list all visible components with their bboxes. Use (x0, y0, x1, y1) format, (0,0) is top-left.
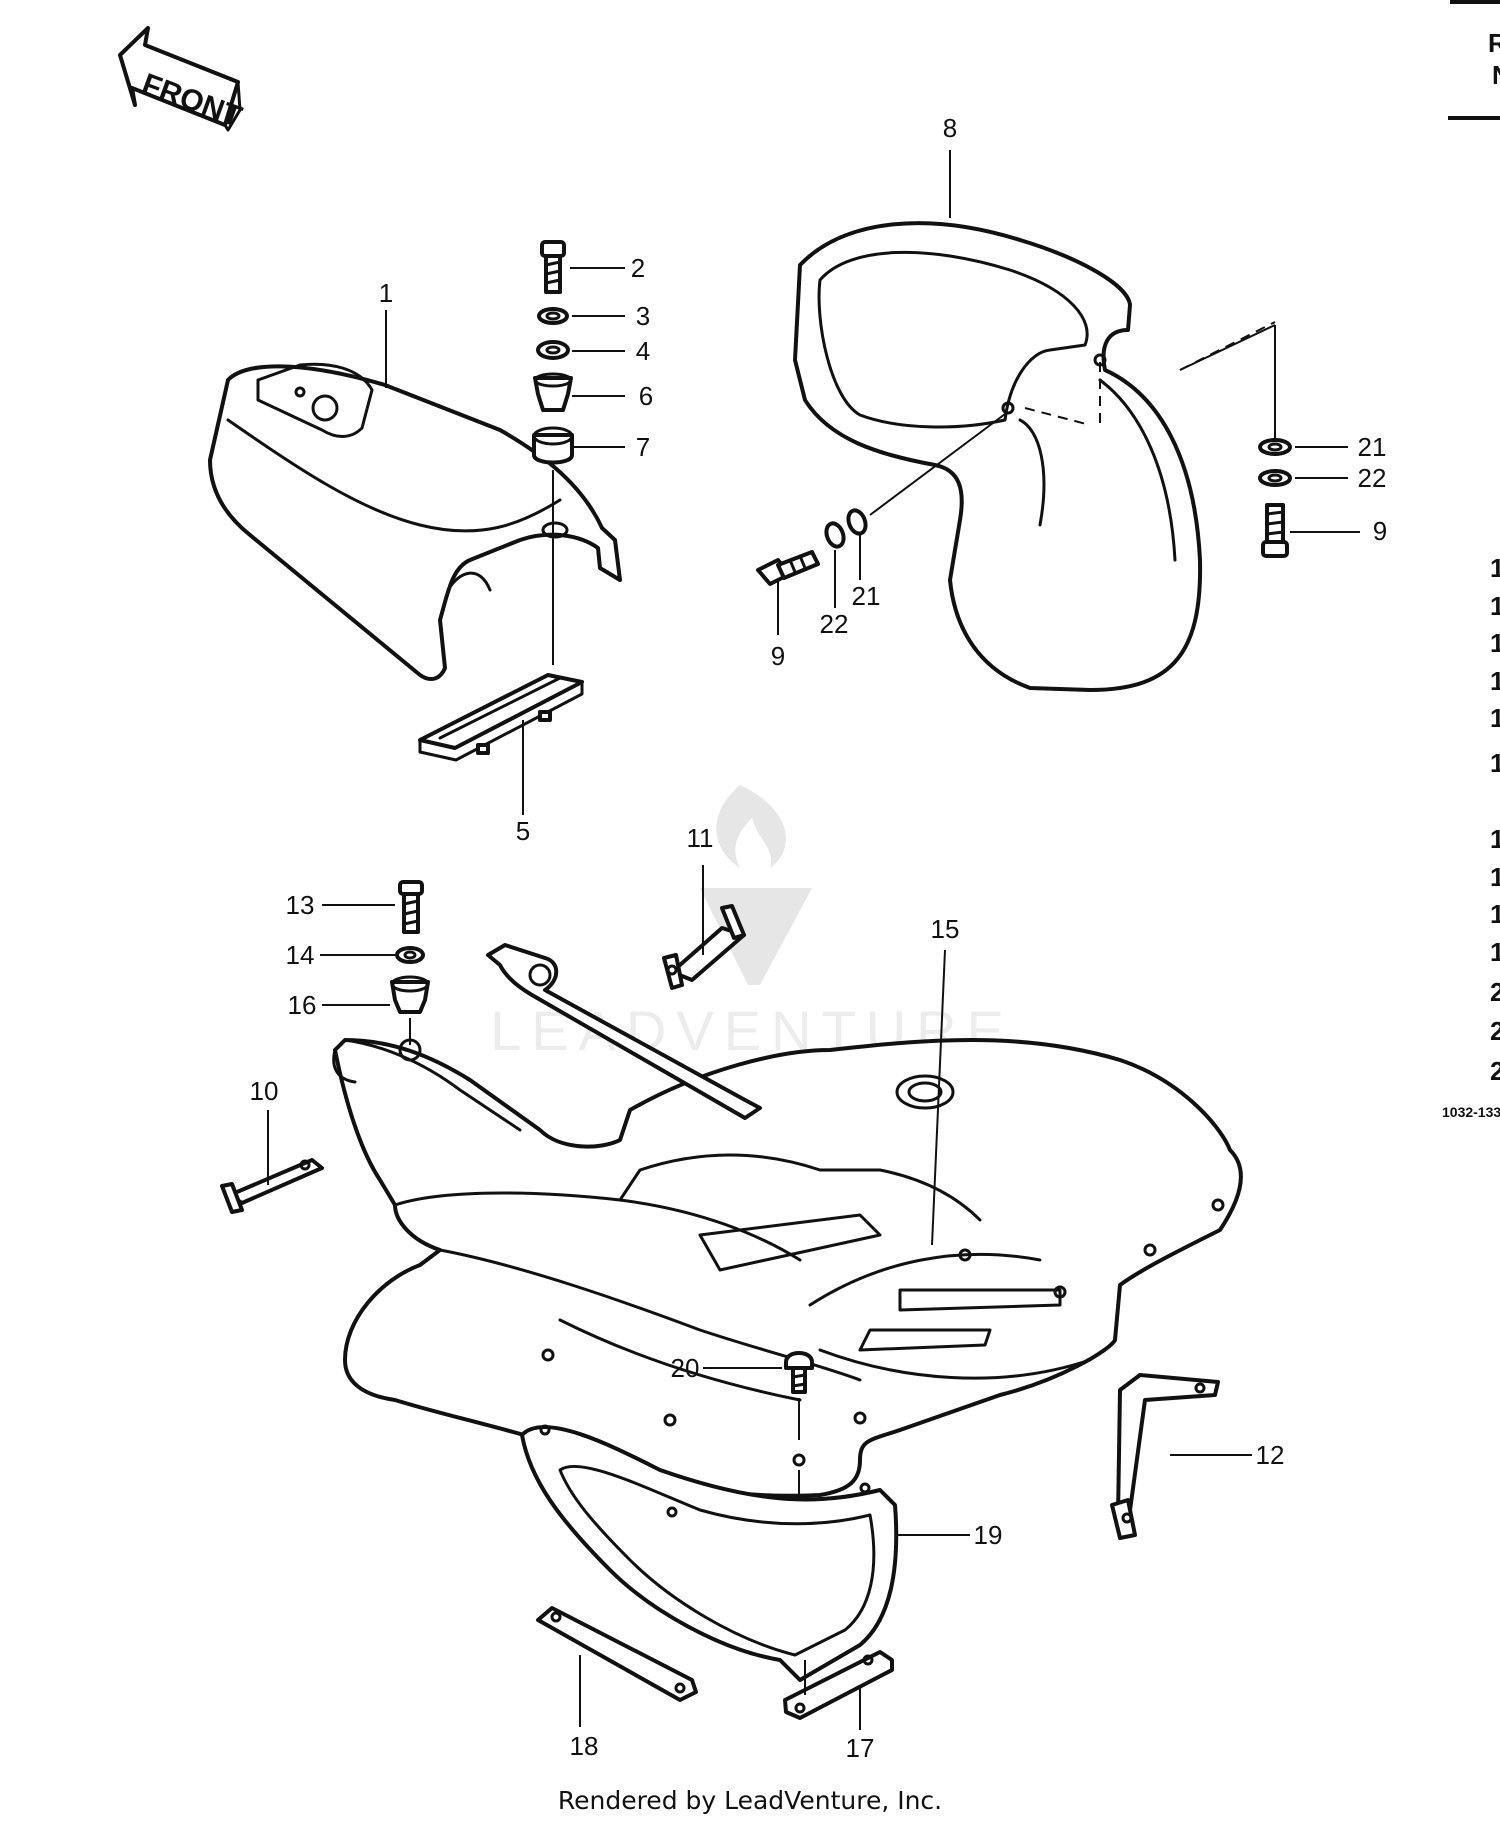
callout-15: 15 (931, 914, 960, 944)
part-plate-18 (536, 1606, 698, 1702)
part-seat-rail (418, 673, 584, 762)
front-arrow-icon: FRONT (118, 26, 246, 134)
callout-14: 14 (286, 940, 315, 970)
side-letter-r: R (1488, 28, 1500, 58)
callout-5: 5 (516, 816, 530, 846)
part-seat-cover (208, 362, 622, 682)
part-frame-strap (486, 943, 762, 1120)
part-mud-flap (520, 1424, 899, 1682)
side-digit-8: 1 (1490, 862, 1500, 892)
callout-18: 18 (570, 1731, 599, 1761)
part-bracket-12 (1110, 1373, 1220, 1540)
side-letter-n: N (1492, 60, 1500, 90)
side-digit-10: 1 (1490, 937, 1500, 967)
side-digit-2: 1 (1490, 591, 1500, 621)
callout-19: 19 (974, 1520, 1003, 1550)
side-digit-11: 2 (1490, 977, 1500, 1007)
side-digit-3: 1 (1490, 628, 1500, 658)
callout-9-right: 9 (1373, 516, 1387, 546)
side-digit-1: 1 (1490, 553, 1500, 583)
callout-8: 8 (943, 113, 957, 143)
part-stack-frame-mount (390, 880, 430, 1045)
part-fender-bolt-left (756, 508, 868, 586)
side-digit-12: 2 (1490, 1016, 1500, 1046)
part-bracket-10 (220, 1158, 324, 1214)
callout-21-left: 21 (852, 581, 881, 611)
callout-1: 1 (379, 278, 393, 308)
leader-lines (267, 150, 1360, 1730)
part-screw-20 (784, 1351, 814, 1532)
side-reference-column: R N 1 1 1 1 1 1 1 1 1 1 2 2 2 1032-133 (1442, 0, 1500, 1120)
callout-11: 11 (687, 823, 714, 853)
part-plate-17 (783, 1650, 894, 1720)
callout-3: 3 (636, 301, 650, 331)
callout-2: 2 (631, 253, 645, 283)
drawing-code: 1032-133 (1442, 1104, 1500, 1120)
footer-credit: Rendered by LeadVenture, Inc. (557, 1786, 943, 1815)
callout-20: 20 (671, 1353, 700, 1383)
callout-17: 17 (846, 1733, 875, 1763)
callout-10: 10 (250, 1076, 279, 1106)
callout-6: 6 (639, 381, 653, 411)
callout-22-left: 22 (820, 609, 849, 639)
callout-9-left: 9 (771, 641, 785, 671)
callout-22-right: 22 (1358, 463, 1387, 493)
side-digit-13: 2 (1490, 1056, 1500, 1086)
callout-16: 16 (288, 990, 317, 1020)
part-rear-frame-fender (332, 1038, 1243, 1498)
side-digit-7: 1 (1490, 824, 1500, 854)
part-rear-fender (793, 221, 1203, 692)
part-bracket-11 (662, 904, 746, 990)
callout-numbers: 1 2 3 4 5 6 7 8 9 9 10 11 12 13 14 15 16… (250, 113, 1388, 1763)
callout-4: 4 (636, 336, 650, 366)
part-stack-seat-mount (532, 240, 574, 665)
callout-13: 13 (286, 890, 315, 920)
side-digit-5: 1 (1490, 703, 1500, 733)
callout-7: 7 (636, 432, 650, 462)
side-digit-9: 1 (1490, 899, 1500, 929)
callout-21-right: 21 (1358, 432, 1387, 462)
side-digit-4: 1 (1490, 666, 1500, 696)
callout-12: 12 (1256, 1440, 1285, 1470)
side-digit-6: 1 (1490, 748, 1500, 778)
part-fender-bolt-right (1258, 438, 1292, 558)
